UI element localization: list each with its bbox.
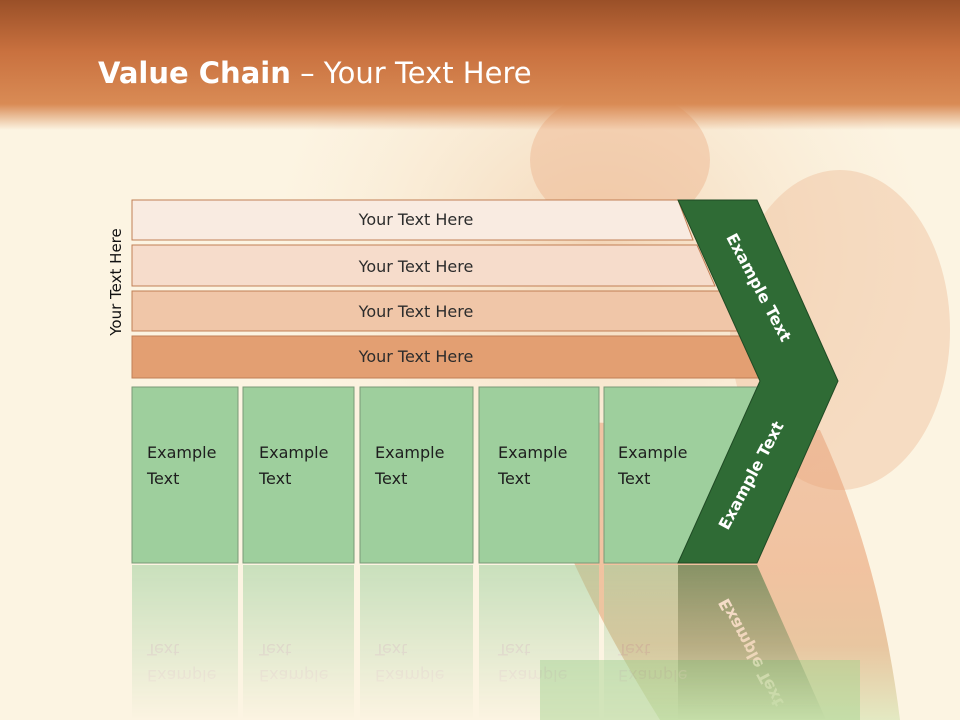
reflection-box-1-line1: Example	[147, 666, 216, 685]
box-1: Example Text	[131, 386, 239, 564]
page-title: Value Chain – Your Text Here	[98, 56, 532, 90]
box-2-line2: Text	[258, 469, 291, 488]
box-4-line2: Text	[497, 469, 530, 488]
box-3: Example Text	[359, 386, 474, 564]
row-1-shape	[131, 199, 694, 241]
row-1: Your Text Here	[131, 199, 694, 241]
row-2-label: Your Text Here	[358, 257, 474, 276]
reflection-box-4-line2: Text	[497, 640, 530, 659]
row-1-label: Your Text Here	[358, 210, 474, 229]
row-3-label: Your Text Here	[358, 302, 474, 321]
row-3: Your Text Here	[131, 290, 739, 332]
reflection-box-1-line2: Text	[146, 640, 179, 659]
box-4-line1: Example	[498, 443, 567, 462]
title-bold: Value Chain	[98, 56, 291, 90]
box-2-line1: Example	[259, 443, 328, 462]
reflection-box-3-line2: Text	[374, 640, 407, 659]
reflection-box-5-line1: Example	[618, 666, 687, 685]
row-2: Your Text Here	[131, 244, 716, 287]
box-3-line1: Example	[375, 443, 444, 462]
reflection-box-4-line1: Example	[498, 666, 567, 685]
reflection-box-2-line1: Example	[259, 666, 328, 685]
chevron-arrow	[677, 199, 839, 564]
box-5-line1: Example	[618, 443, 687, 462]
box-2-shape	[242, 386, 355, 564]
box-4-shape	[478, 386, 600, 564]
title-rest: – Your Text Here	[290, 56, 532, 90]
row-2-shape	[131, 244, 716, 287]
header-bar	[0, 0, 960, 130]
box-3-shape	[359, 386, 474, 564]
row-4: Your Text Here	[131, 335, 763, 379]
box-1-line2: Text	[146, 469, 179, 488]
box-4: Example Text	[478, 386, 600, 564]
reflection: Example Text Example Text Example Text E…	[132, 565, 826, 720]
box-3-line2: Text	[374, 469, 407, 488]
row-4-label: Your Text Here	[358, 347, 474, 366]
reflection-box-5-line2: Text	[617, 640, 650, 659]
box-5-line2: Text	[617, 469, 650, 488]
reflection-box-2-line2: Text	[258, 640, 291, 659]
box-1-line1: Example	[147, 443, 216, 462]
box-2: Example Text	[242, 386, 355, 564]
box-1-shape	[131, 386, 239, 564]
reflection-box-3-line1: Example	[375, 666, 444, 685]
